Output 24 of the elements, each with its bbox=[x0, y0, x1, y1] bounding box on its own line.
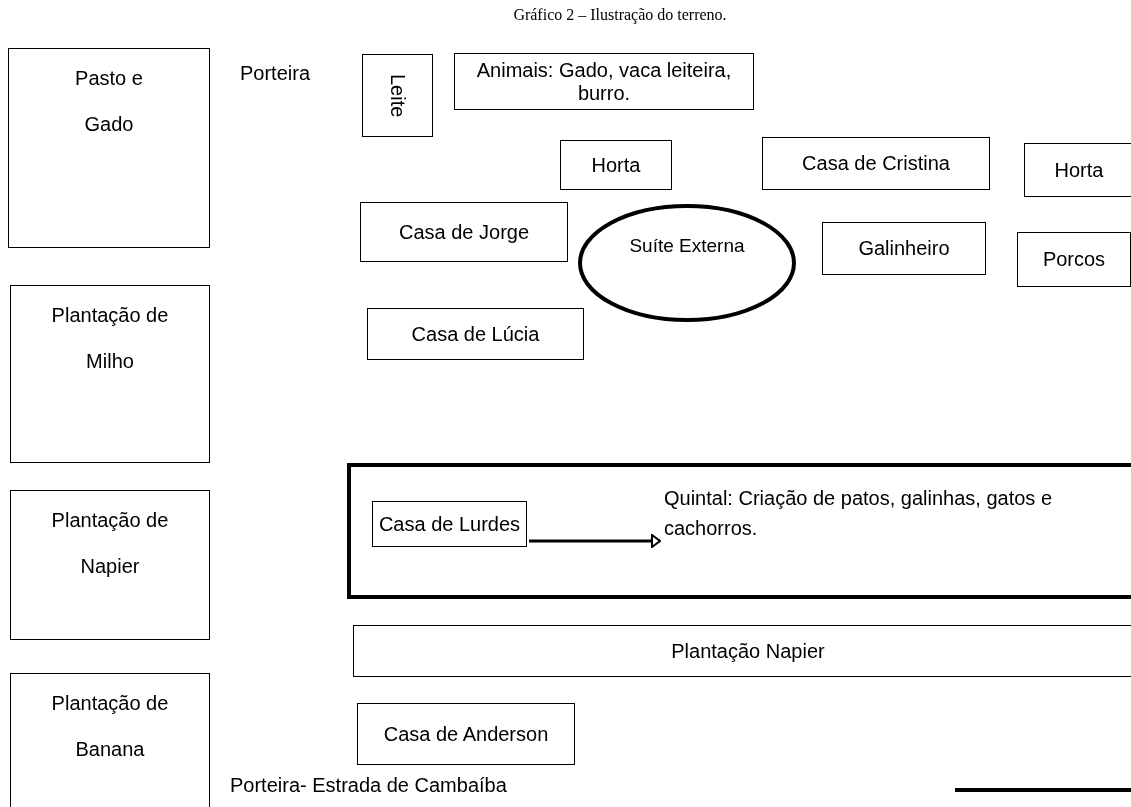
building-box: Porcos bbox=[1017, 232, 1131, 287]
building-box: Galinheiro bbox=[822, 222, 986, 275]
field-box: Plantação de Banana bbox=[10, 673, 210, 807]
field-box: Plantação de Milho bbox=[10, 285, 210, 463]
building-box: Casa de Jorge bbox=[360, 202, 568, 262]
gate-label: Porteira bbox=[240, 62, 311, 85]
building-box: Casa de Cristina bbox=[762, 137, 990, 190]
building-box: Plantação Napier bbox=[353, 625, 1131, 677]
field-box: Pasto e Gado bbox=[8, 48, 210, 248]
yard-note: Quintal: Criação de patos, galinhas, gatos e cachorros. bbox=[664, 483, 1104, 553]
building-box: Leite bbox=[362, 54, 433, 137]
field-box: Plantação de Napier bbox=[10, 490, 210, 640]
yard-area bbox=[347, 463, 1131, 599]
title: Gráfico 2 – Ilustração do terreno. bbox=[512, 6, 728, 24]
building-box: Animais: Gado, vaca leiteira, burro. bbox=[454, 53, 754, 110]
building-box: Horta bbox=[1024, 143, 1131, 197]
arrow bbox=[529, 534, 661, 548]
building-box: Casa de Lurdes bbox=[372, 501, 527, 547]
suite-ellipse bbox=[577, 203, 797, 323]
gate-label: Porteira- Estrada de Cambaíba bbox=[230, 774, 507, 797]
ellipse-label: Suíte Externa bbox=[628, 234, 746, 258]
building-box: Casa de Anderson bbox=[357, 703, 575, 765]
building-box: Casa de Lúcia bbox=[367, 308, 584, 360]
building-box: Horta bbox=[560, 140, 672, 190]
